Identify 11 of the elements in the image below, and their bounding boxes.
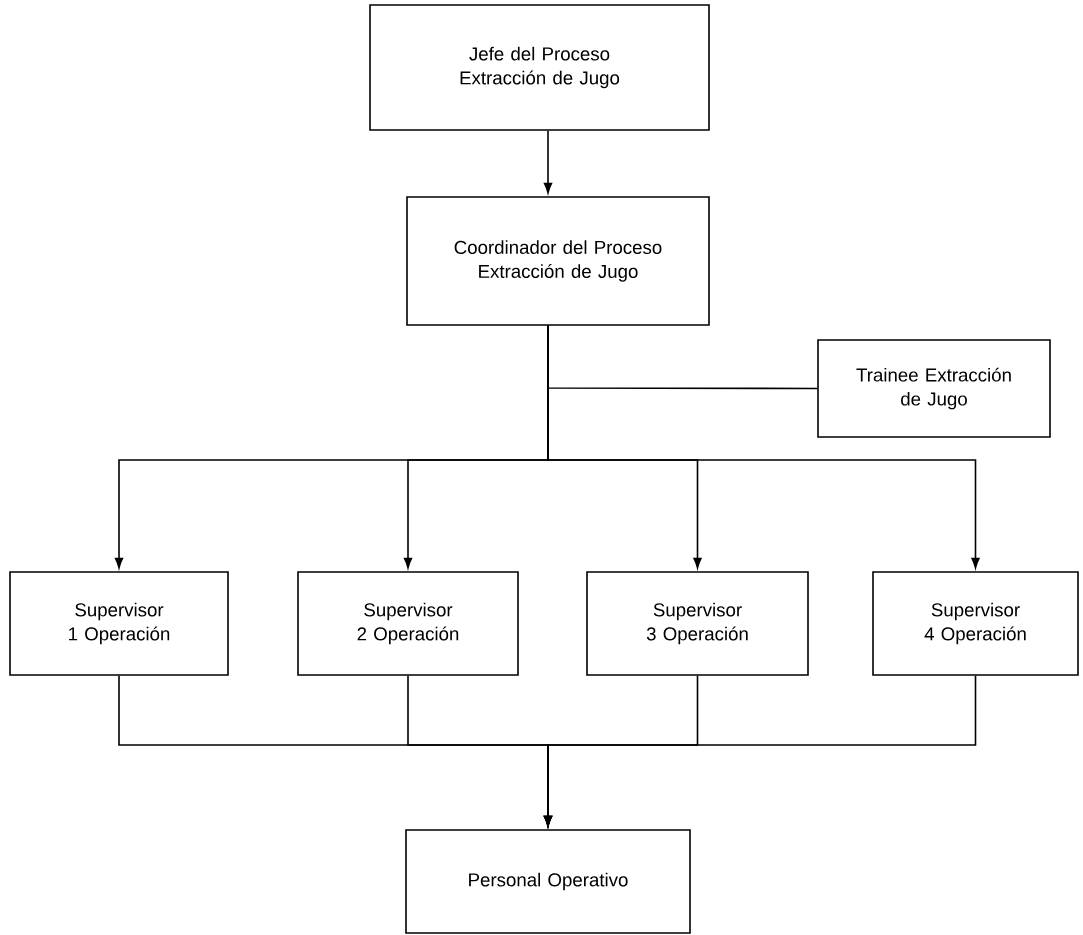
org-box: Supervisor 1 Operación [9,571,229,676]
org-box: Supervisor 2 Operación [297,571,519,676]
org-box: Trainee Extracción de Jugo [817,339,1051,438]
org-box: Personal Operativo [405,829,691,934]
org-box: Coordinador del Proceso Extracción de Jugo [406,196,710,326]
org-box: Supervisor 4 Operación [872,571,1079,676]
org-box: Jefe del Proceso Extracción de Jugo [369,4,710,131]
connector [543,130,553,194]
org-box: Supervisor 3 Operación [586,571,809,676]
connector [547,325,980,569]
connector [543,675,977,827]
